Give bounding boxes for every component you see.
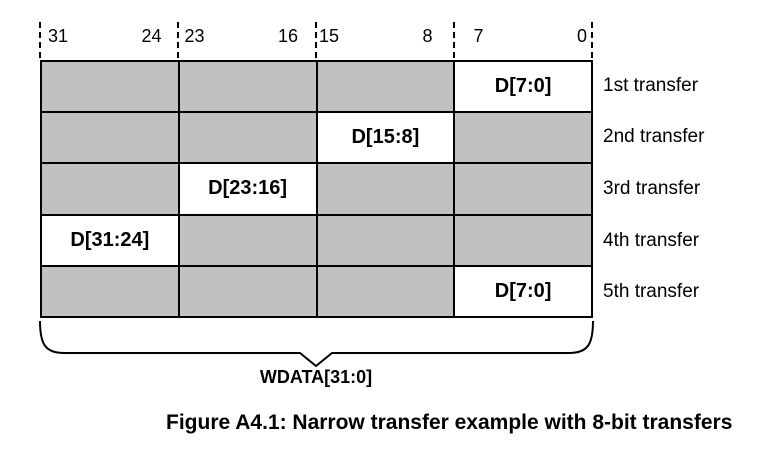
bit-label-8: 8 bbox=[422, 26, 433, 46]
bit-ruler-col-23-16: 23 16 bbox=[176, 26, 311, 48]
active-byte-lane-cell-row1: D[7:0] bbox=[455, 62, 591, 112]
inactive-byte-lane-cell bbox=[42, 113, 178, 163]
active-byte-lane-cell-row3: D[23:16] bbox=[179, 164, 316, 214]
inactive-byte-lane-cell bbox=[42, 164, 178, 214]
inactive-byte-lane-cell bbox=[42, 266, 178, 316]
transfer-row-labels: 1st transfer 2nd transfer 3rd transfer 4… bbox=[603, 60, 773, 318]
bit-label-16: 16 bbox=[277, 26, 298, 46]
wdata-bus-label: WDATA[31:0] bbox=[259, 367, 373, 387]
bit-ruler: 31 24 23 16 15 8 7 0 bbox=[40, 26, 593, 48]
active-byte-lane-cell-row2: D[15:8] bbox=[317, 113, 454, 163]
inactive-byte-lane-cell bbox=[317, 215, 454, 265]
inactive-byte-lane-cell bbox=[455, 113, 591, 163]
bit-boundary-dash-8-7 bbox=[453, 22, 455, 58]
bit-label-31: 31 bbox=[48, 26, 69, 46]
inactive-byte-lane-cell bbox=[317, 164, 454, 214]
bit-ruler-col-7-0: 7 0 bbox=[464, 26, 594, 48]
bit-boundary-dash-0 bbox=[591, 22, 593, 58]
inactive-byte-lane-cell bbox=[179, 62, 316, 112]
wdata-brace bbox=[39, 320, 594, 368]
inactive-byte-lane-cell bbox=[455, 164, 591, 214]
bit-label-7: 7 bbox=[473, 26, 484, 46]
inactive-byte-lane-cell bbox=[317, 62, 454, 112]
transfer-label-3: 3rd transfer bbox=[603, 177, 701, 199]
bit-label-15: 15 bbox=[319, 26, 340, 46]
bit-boundary-dash-16-15 bbox=[315, 22, 317, 58]
bit-ruler-col-31-24: 31 24 bbox=[40, 26, 176, 48]
bit-boundary-dash-31 bbox=[39, 22, 41, 58]
inactive-byte-lane-cell bbox=[179, 215, 316, 265]
transfer-label-1: 1st transfer bbox=[603, 74, 699, 96]
inactive-byte-lane-cell bbox=[455, 215, 591, 265]
inactive-byte-lane-cell bbox=[42, 62, 178, 112]
byte-lane-grid: D[7:0]D[15:8]D[23:16]D[31:24]D[7:0] bbox=[40, 60, 593, 318]
active-byte-lane-cell-row5: D[7:0] bbox=[455, 266, 591, 316]
inactive-byte-lane-cell bbox=[317, 266, 454, 316]
bit-label-0: 0 bbox=[576, 26, 587, 46]
inactive-byte-lane-cell bbox=[179, 266, 316, 316]
transfer-label-4: 4th transfer bbox=[603, 229, 700, 251]
inactive-byte-lane-cell bbox=[179, 113, 316, 163]
figure-caption: Figure A4.1: Narrow transfer example wit… bbox=[166, 411, 733, 434]
bit-ruler-col-15-8: 15 8 bbox=[310, 26, 464, 48]
active-byte-lane-cell-row4: D[31:24] bbox=[42, 215, 178, 265]
bit-boundary-dash-24-23 bbox=[177, 22, 179, 58]
bit-label-23: 23 bbox=[184, 26, 205, 46]
bit-label-24: 24 bbox=[141, 26, 162, 46]
transfer-label-2: 2nd transfer bbox=[603, 126, 705, 148]
transfer-label-5: 5th transfer bbox=[603, 281, 700, 303]
